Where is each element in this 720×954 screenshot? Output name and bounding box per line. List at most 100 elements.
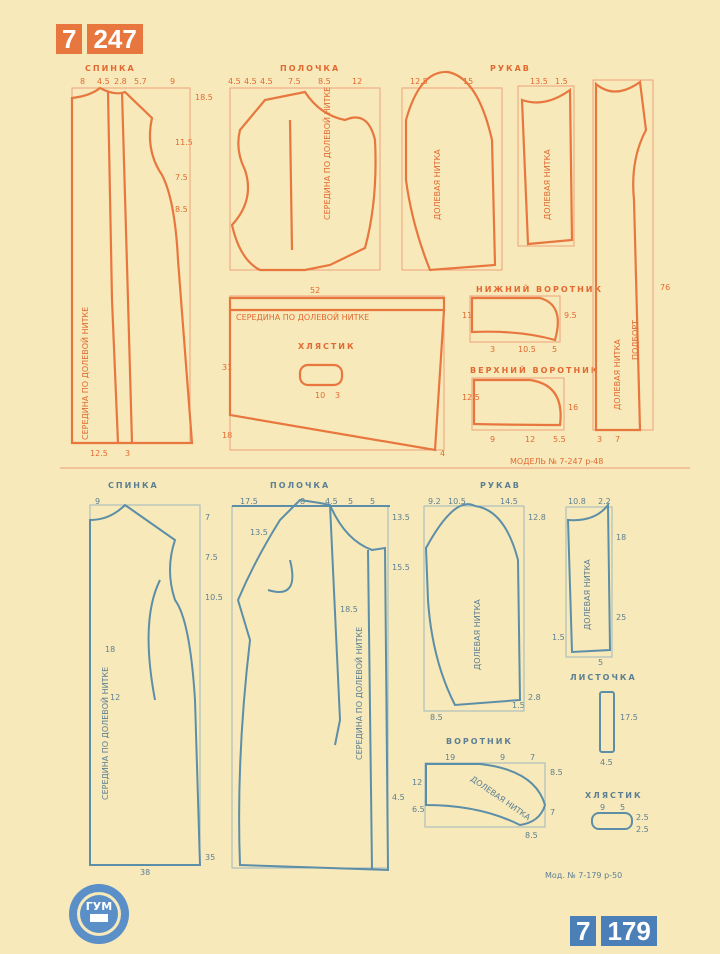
bottom-badge-number: 179 (601, 916, 657, 946)
facing-measure: 76 (660, 283, 670, 292)
bottom-undersleeve-measure: 18 (616, 533, 626, 542)
tab-measure: 9 (600, 803, 605, 812)
top-back-fold-note: СЕРЕДИНА ПО ДОЛЕВОЙ НИТКЕ (79, 307, 90, 440)
top-back-measure: 3 (125, 449, 130, 458)
bottom-tab-piece: ХЛЯСТИК 9 5 2.5 2.5 (585, 791, 649, 834)
collar-measure: 7 (550, 808, 555, 817)
bottom-front-measure: 18.5 (340, 605, 358, 614)
collar-measure: 9 (500, 753, 505, 762)
bottom-back-measure: 18 (105, 645, 115, 654)
bottom-collar-piece: ВОРОТНИК 19 9 7 12 8.5 6.5 7 8.5 ДОЛЕВАЯ… (412, 737, 563, 840)
gum-logo: ГУМ (69, 884, 129, 944)
top-facing-grain-note: ДОЛЕВАЯ НИТКА (613, 339, 622, 410)
top-front-label: ПОЛОЧКА (280, 64, 340, 73)
top-sleeve-measure: 1.5 (555, 77, 568, 86)
bottom-undersleeve-measure: 5 (598, 658, 603, 667)
top-back-measure: 7.5 (175, 173, 188, 182)
collar-measure: 19 (445, 753, 455, 762)
bottom-front-fold-note: СЕРЕДИНА ПО ДОЛЕВОЙ НИТКЕ (353, 627, 364, 760)
collar-measure: 6.5 (412, 805, 425, 814)
top-back-measure: 8 (80, 77, 85, 86)
top-undersleeve-grain-note: ДОЛЕВАЯ НИТКА (543, 149, 552, 220)
bottom-back-measure: 7.5 (205, 553, 218, 562)
bottom-sleeve-label: РУКАВ (480, 481, 521, 490)
bottom-sleeve-piece: РУКАВ 9.2 10.5 14.5 12.8 8.5 1.5 2.8 ДОЛ… (423, 481, 626, 722)
bottom-tab-label: ХЛЯСТИК (585, 791, 643, 800)
bottom-sleeve-measure: 2.8 (528, 693, 541, 702)
tab-measure: 2.5 (636, 813, 649, 822)
top-back-label: СПИНКА (85, 64, 136, 73)
collar-measure: 8.5 (550, 768, 563, 777)
top-back-measure: 2.8 (114, 77, 127, 86)
welt-measure: 17.5 (620, 713, 638, 722)
bottom-collar-grain-note: ДОЛЕВАЯ НИТКА (469, 774, 533, 822)
collar-measure: 9 (490, 435, 495, 444)
collar-measure: 7 (530, 753, 535, 762)
bottom-front-measure: 13.5 (392, 513, 410, 522)
collar-measure: 5 (552, 345, 557, 354)
bottom-collar-label: ВОРОТНИК (446, 737, 513, 746)
facing-measure: 3 (597, 435, 602, 444)
top-tab-measure: 10 (315, 391, 325, 400)
logo-text: ГУМ (86, 900, 112, 913)
bottom-front-measure: 4.5 (325, 497, 338, 506)
top-back-measure: 8.5 (175, 205, 188, 214)
bottom-back-measure: 35 (205, 853, 215, 862)
top-tab-measure: 3 (335, 391, 340, 400)
bottom-front-measure: 8 (300, 497, 305, 506)
top-facing-piece: ДОЛЕВАЯ НИТКА ПОДБОРТ 3 7 76 (592, 79, 670, 444)
top-sleeve-piece: РУКАВ 12.5 15 ДОЛЕВАЯ НИТКА 13.5 1.5 ДОЛ… (401, 64, 575, 272)
collar-measure: 8.5 (525, 831, 538, 840)
top-sleeve-measure: 13.5 (530, 77, 548, 86)
top-back-measure: 5.7 (134, 77, 147, 86)
top-sleeve-measure: 15 (463, 77, 473, 86)
bottom-model-badge: 7 179 (570, 916, 657, 946)
top-skirt-measure: 18 (222, 431, 232, 440)
top-front-piece: ПОЛОЧКА 4.5 4.5 4.5 7.5 8.5 12 СЕРЕДИНА … (228, 64, 381, 272)
bottom-front-measure: 15.5 (392, 563, 410, 572)
collar-measure: 9.5 (564, 311, 577, 320)
bottom-front-measure: 5 (370, 497, 375, 506)
top-badge-prefix: 7 (56, 24, 83, 54)
top-skirt-measure: 52 (310, 286, 320, 295)
top-upper-collar-label: ВЕРХНИЙ ВОРОТНИК (470, 364, 599, 375)
bottom-back-piece: СПИНКА 9 7 7.5 10.5 18 12 38 35 СЕРЕДИНА… (89, 481, 223, 877)
bottom-undersleeve-measure: 2.2 (598, 497, 611, 506)
top-tab-label: ХЛЯСТИК (298, 342, 356, 351)
bottom-sleeve-measure: 9.2 (428, 497, 441, 506)
top-sleeve-grain-note: ДОЛЕВАЯ НИТКА (433, 149, 442, 220)
top-skirt-measure: 31 (222, 363, 232, 372)
top-skirt-fold-note: СЕРЕДИНА ПО ДОЛЕВОЙ НИТКЕ (236, 311, 369, 322)
top-skirt-measure: 4 (440, 449, 445, 458)
top-front-measure: 7.5 (288, 77, 301, 86)
top-front-measure: 4.5 (228, 77, 241, 86)
top-sleeve-label: РУКАВ (490, 64, 531, 73)
top-front-measure: 12 (352, 77, 362, 86)
collar-measure: 10.5 (518, 345, 536, 354)
bottom-back-measure: 9 (95, 497, 100, 506)
collar-measure: 5.5 (553, 435, 566, 444)
top-front-fold-note: СЕРЕДИНА ПО ДОЛЕВОЙ НИТКЕ (321, 87, 332, 220)
top-front-measure: 4.5 (260, 77, 273, 86)
top-back-piece: СПИНКА 8 4.5 2.8 5.7 9 18.5 11.5 7.5 8.5… (70, 64, 213, 458)
bottom-undersleeve-grain-note: ДОЛЕВАЯ НИТКА (583, 559, 592, 630)
bottom-back-measure: 10.5 (205, 593, 223, 602)
bottom-back-measure: 12 (110, 693, 120, 702)
collar-measure: 16 (568, 403, 578, 412)
bottom-sleeve-measure: 10.5 (448, 497, 466, 506)
bottom-undersleeve-measure: 10.8 (568, 497, 586, 506)
top-back-measure: 4.5 (97, 77, 110, 86)
bottom-sleeve-measure: 14.5 (500, 497, 518, 506)
bottom-front-measure: 5 (348, 497, 353, 506)
top-back-measure: 11.5 (175, 138, 193, 147)
bottom-model-caption: Мод. № 7-179 р-50 (545, 871, 622, 880)
top-model-caption: МОДЕЛЬ № 7-247 р-48 (510, 457, 603, 466)
top-model-badge: 7 247 (56, 24, 143, 54)
bottom-front-piece: ПОЛОЧКА 17.5 8 4.5 5 5 13.5 13.5 18.5 4.… (231, 481, 410, 872)
top-back-measure: 9 (170, 77, 175, 86)
top-collars: НИЖНИЙ ВОРОТНИК 11 9.5 3 10.5 5 ВЕРХНИЙ … (462, 283, 601, 444)
bottom-sleeve-grain-note: ДОЛЕВАЯ НИТКА (473, 599, 482, 670)
bottom-sleeve-measure: 12.8 (528, 513, 546, 522)
bottom-back-measure: 7 (205, 513, 210, 522)
collar-measure: 12.5 (462, 393, 480, 402)
